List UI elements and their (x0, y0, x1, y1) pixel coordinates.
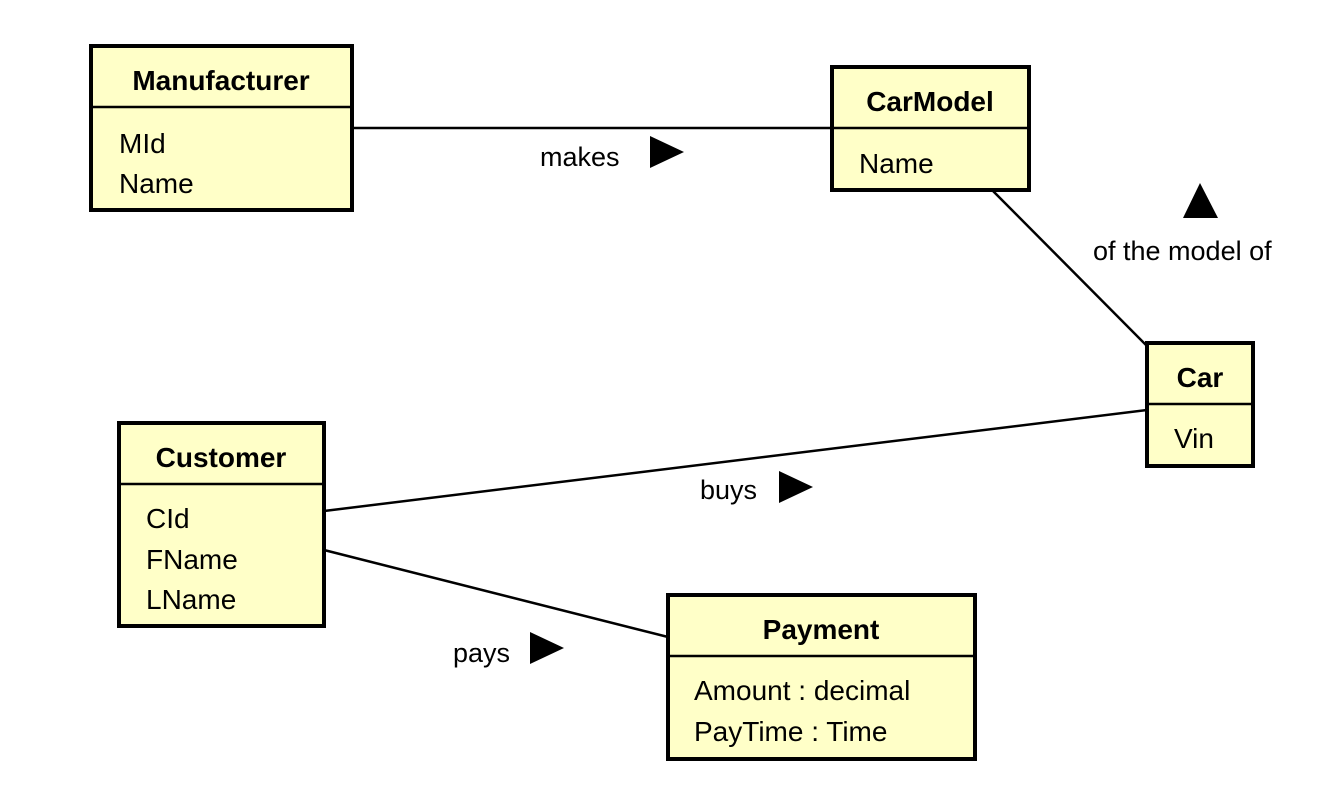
pays-label: pays (453, 638, 510, 668)
car-attribute-vin: Vin (1174, 423, 1214, 454)
class-car[interactable]: Car Vin (1145, 341, 1255, 468)
payment-class-name: Payment (763, 614, 880, 645)
of-the-model-of-association-line (992, 190, 1150, 349)
customer-class-name: Customer (156, 442, 287, 473)
buys-label: buys (700, 475, 757, 505)
buys-direction-arrow (779, 471, 813, 503)
of-the-model-of-association: of the model of (1093, 183, 1272, 266)
pays-direction-arrow (530, 632, 564, 664)
carmodel-attribute-name: Name (859, 148, 934, 179)
customer-attribute-lname: LName (146, 584, 236, 615)
makes-label: makes (540, 142, 620, 172)
of-the-model-of-label: of the model of (1093, 236, 1272, 266)
buys-association-line (323, 408, 1148, 513)
class-carmodel[interactable]: CarModel Name (830, 65, 1031, 192)
customer-attribute-fname: FName (146, 544, 238, 575)
customer-attribute-cid: CId (146, 503, 190, 534)
manufacturer-attribute-mid: MId (119, 128, 166, 159)
payment-attribute-paytime: PayTime : Time (694, 716, 887, 747)
carmodel-class-name: CarModel (866, 86, 994, 117)
payment-attribute-amount: Amount : decimal (694, 675, 910, 706)
class-manufacturer[interactable]: Manufacturer MId Name (89, 44, 354, 212)
pays-association: pays (453, 632, 564, 668)
class-payment[interactable]: Payment Amount : decimal PayTime : Time (666, 593, 977, 761)
of-the-model-of-direction-arrow (1183, 183, 1218, 218)
class-customer[interactable]: Customer CId FName LName (117, 421, 326, 628)
makes-association: makes (540, 136, 684, 172)
manufacturer-class-name: Manufacturer (132, 65, 309, 96)
manufacturer-attribute-name: Name (119, 168, 194, 199)
car-class-name: Car (1177, 362, 1224, 393)
makes-direction-arrow (650, 136, 684, 168)
buys-association: buys (700, 471, 813, 505)
pays-association-line (323, 548, 669, 639)
